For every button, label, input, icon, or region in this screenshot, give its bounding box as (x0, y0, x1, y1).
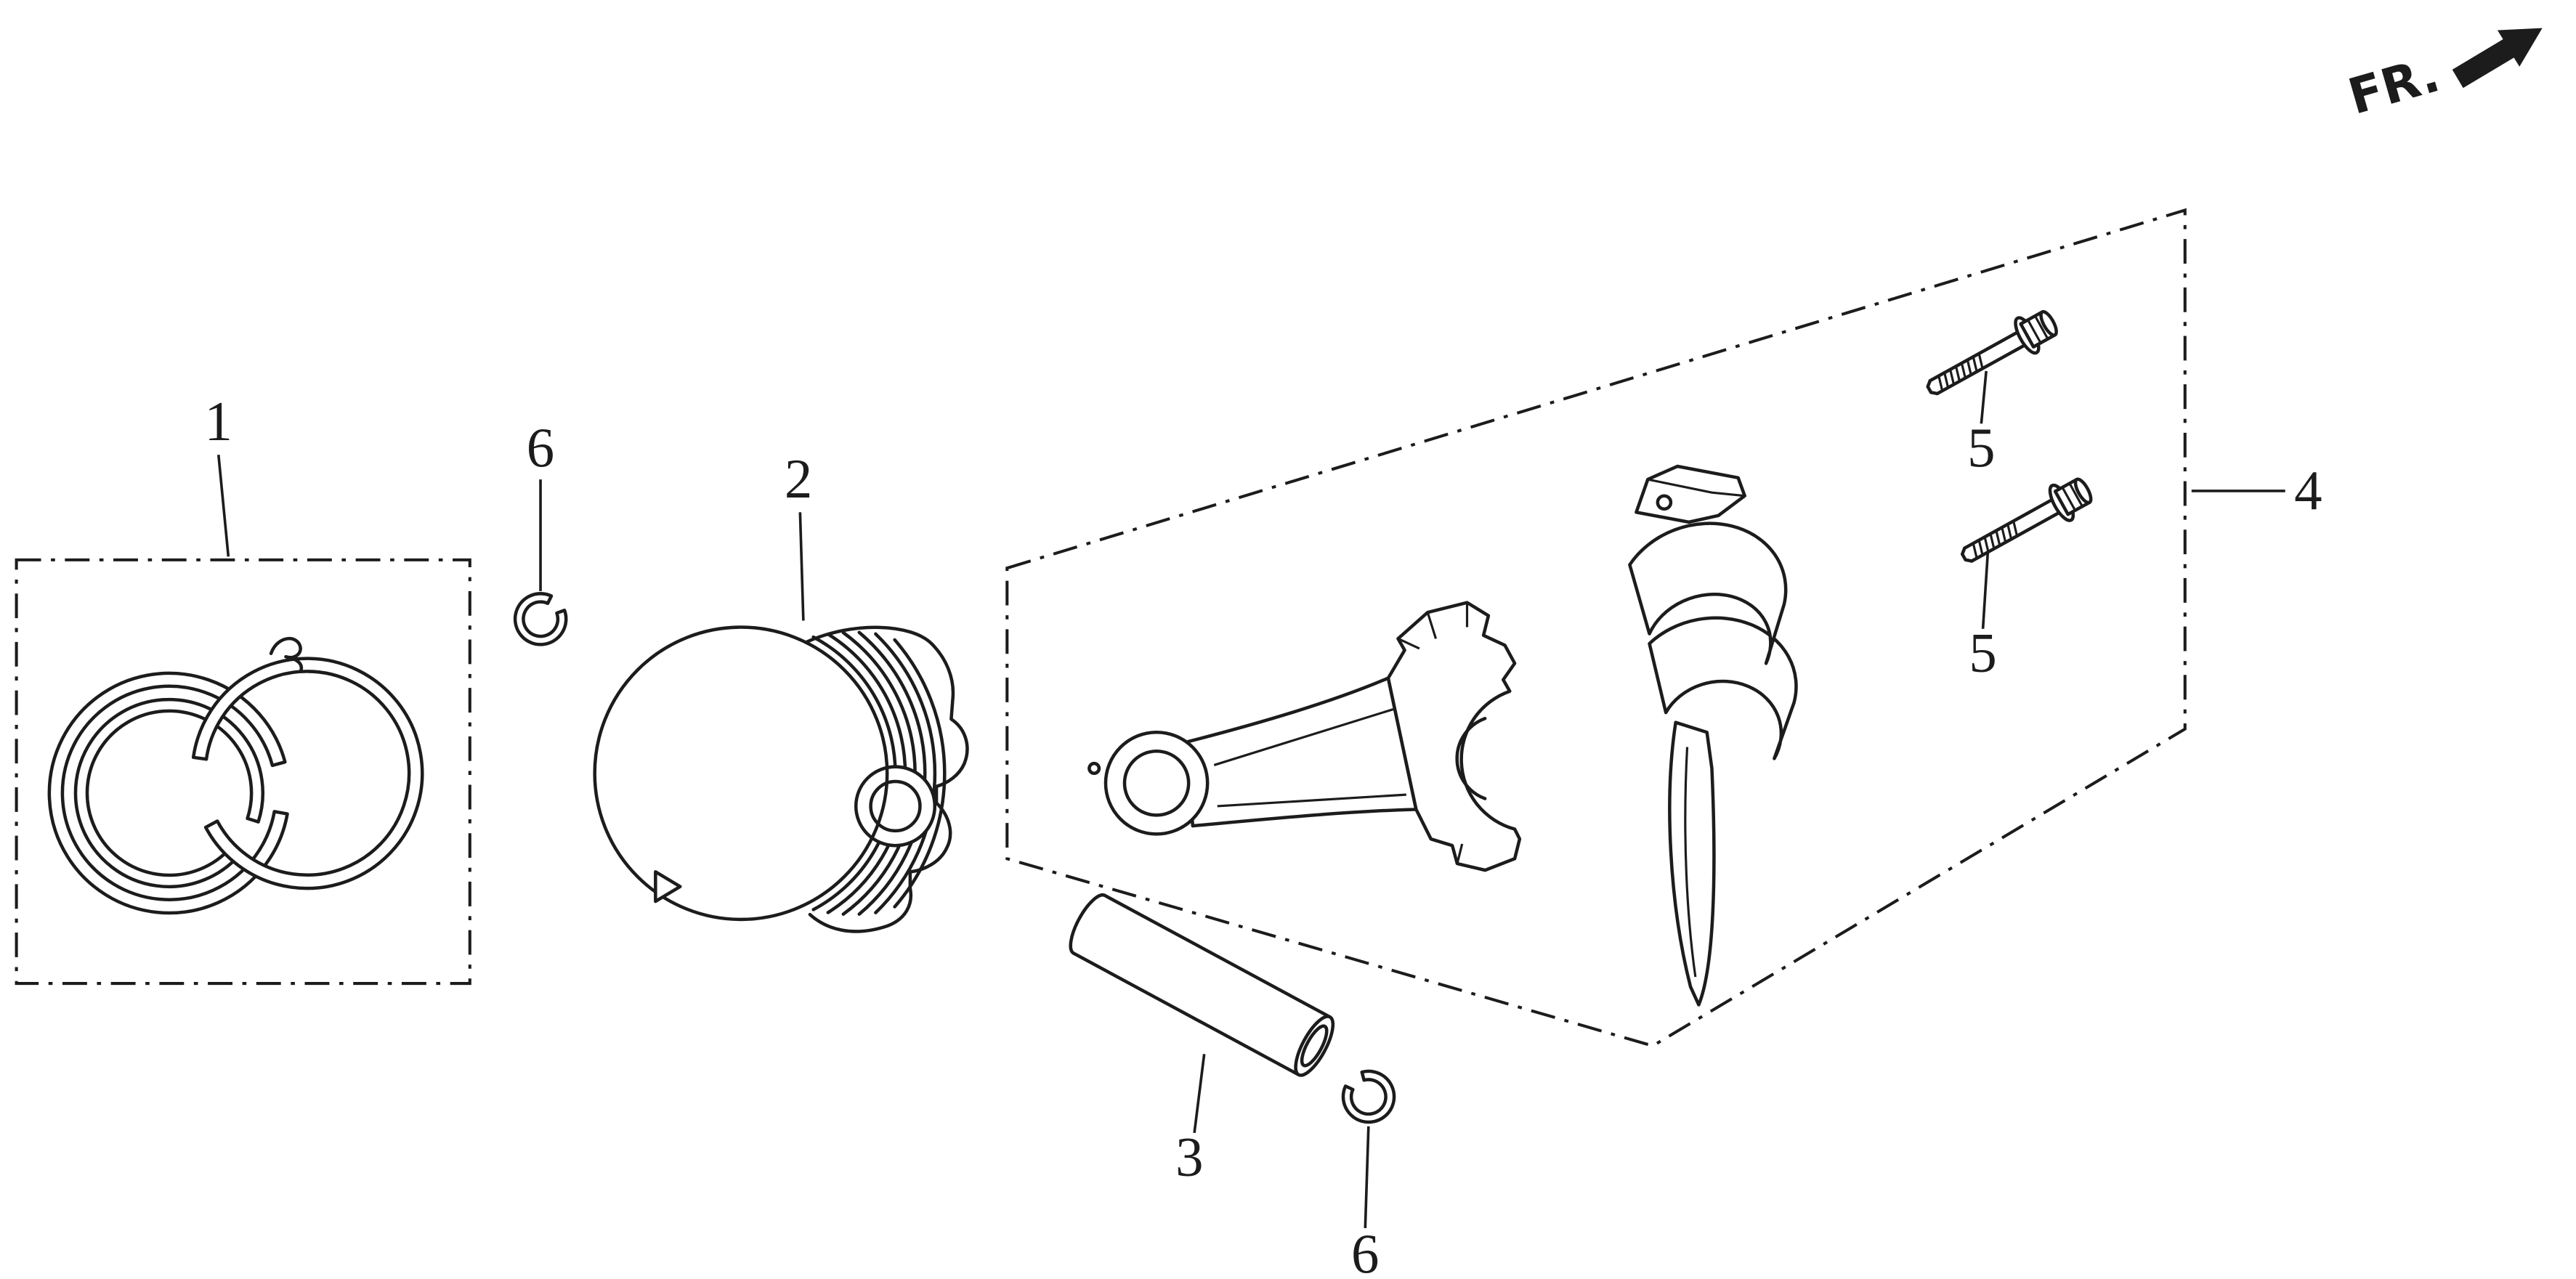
cap-tail (1668, 720, 1716, 1007)
rod-ibeam-line-bottom (1217, 793, 1406, 808)
cap-top-tab-fold (1647, 478, 1745, 498)
piston-skirt-outline (805, 625, 969, 933)
callout-6-top: 6 (527, 417, 554, 591)
piston-pin-edge-bottom (1072, 951, 1300, 1077)
piston-pin (1069, 893, 1335, 1077)
bolt-head-end (2073, 477, 2093, 505)
callout-6-bottom: 6 (1351, 1126, 1380, 1279)
leader-line-3 (1193, 1054, 1206, 1134)
callout-5-upper: 5 (1967, 370, 1996, 479)
rod-big-end (1386, 601, 1522, 872)
bearing-shell-lower (1648, 616, 1798, 760)
leader-line-6-bottom (1364, 1126, 1370, 1228)
piston-ring-second (73, 697, 265, 888)
bolt-head-end (2039, 309, 2058, 337)
leader-line-5-lower (1981, 551, 1990, 629)
rod-bolt-lower (1960, 477, 2093, 563)
oil-ring-expander-end (269, 636, 304, 673)
rod-bearing-cap (1628, 464, 1798, 1007)
piston-pin-right-end (1294, 1015, 1335, 1077)
callout-label-4: 4 (2294, 460, 2322, 521)
callout-5-lower: 5 (1969, 551, 1997, 684)
rod-small-end-oil-hole (1087, 761, 1101, 775)
bolt-threads (1972, 521, 2019, 559)
bolt-threads (1937, 353, 1984, 391)
piston-pin-edge-top (1103, 893, 1332, 1019)
callout-label-6-bottom: 6 (1351, 1223, 1379, 1279)
rod-bearing-seat (1455, 716, 1487, 800)
leader-line-2 (798, 512, 805, 621)
callout-1: 1 (205, 391, 232, 557)
callout-label-5-lower: 5 (1969, 622, 1996, 684)
fr-label: FR. (2342, 45, 2446, 126)
callout-label-6-top: 6 (527, 417, 554, 479)
ring-set-boundary-box (15, 558, 471, 986)
callout-4: 4 (2191, 460, 2322, 521)
leader-line-1 (216, 455, 230, 557)
rod-ibeam-line-top (1213, 708, 1394, 766)
piston (593, 625, 969, 933)
leader-line-5-upper (1980, 370, 1988, 424)
piston-ring-oil (191, 657, 424, 890)
callout-label-2: 2 (785, 448, 812, 510)
cap-tab-hole (1656, 494, 1673, 511)
rod-small-end-bore (1122, 749, 1191, 817)
connecting-rod (1087, 601, 1522, 872)
rod-bolt-upper (1926, 309, 2058, 396)
pin-clip-top (513, 592, 568, 646)
callout-label-1: 1 (205, 391, 232, 452)
rod-big-end-details (1397, 602, 1469, 864)
callout-3: 3 (1175, 1054, 1206, 1188)
cap-tail-centerline (1684, 747, 1697, 978)
callout-2: 2 (785, 448, 812, 621)
piston-ring-outer (47, 671, 289, 915)
piston-pin-boss-bore (854, 765, 937, 848)
piston-pin-boss-bore-inner (869, 779, 922, 833)
piston-ring-set (47, 636, 424, 915)
pin-clip-bottom (1341, 1069, 1396, 1124)
piston-crown (593, 625, 889, 922)
piston-front-mark-triangle (654, 870, 682, 904)
rod-shaft (1184, 676, 1418, 828)
piston-pin-bore (1300, 1024, 1329, 1068)
piston-pin-body (1073, 895, 1330, 1075)
rod-assembly-boundary-box (1005, 208, 2187, 1048)
callout-label-5-upper: 5 (1967, 417, 1995, 479)
callout-label-3: 3 (1175, 1126, 1203, 1188)
bearing-shell-upper (1628, 521, 1788, 665)
fr-arrow-icon (2452, 28, 2543, 89)
fr-indicator: FR. (2342, 28, 2543, 126)
